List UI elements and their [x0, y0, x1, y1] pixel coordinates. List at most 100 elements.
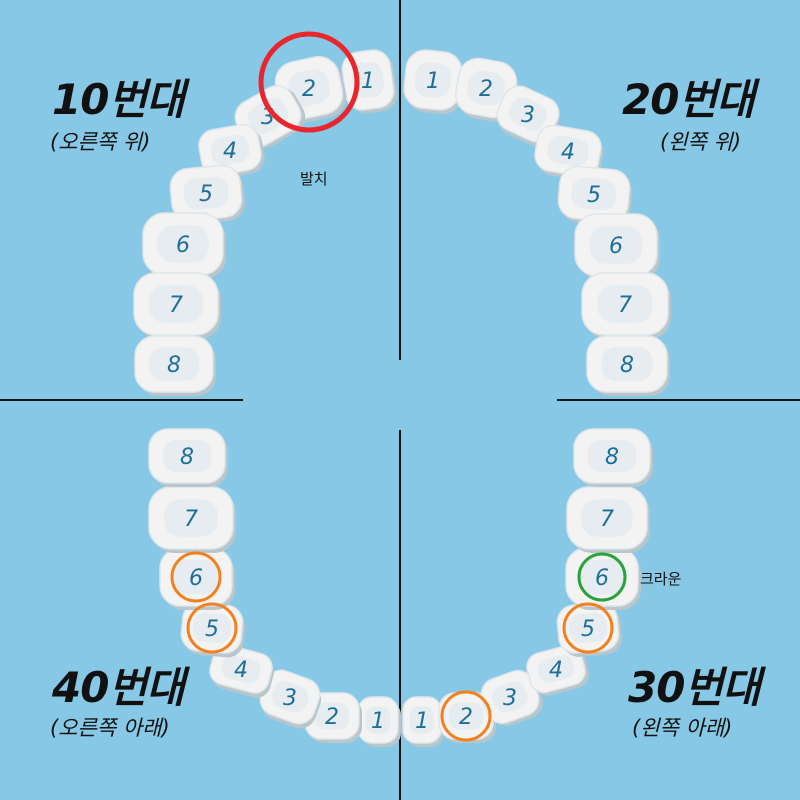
tooth-occlusal-surface: [509, 97, 547, 131]
tooth-number: 4: [234, 658, 248, 683]
treatment-marker-46: [170, 551, 222, 603]
tooth-number: 2: [459, 705, 473, 730]
tooth-occlusal-surface: [597, 285, 653, 323]
tooth-number: 6: [176, 233, 190, 258]
treatment-marker-32: [440, 690, 492, 742]
tooth-occlusal-surface: [587, 439, 637, 473]
tooth-occlusal-surface: [288, 69, 330, 107]
tooth-occlusal-surface: [547, 135, 589, 167]
quadrant-30-subtitle: (왼쪽 아래): [632, 716, 733, 740]
tooth-occlusal-surface: [467, 70, 505, 106]
quadrant-20-subtitle: (왼쪽 위): [660, 130, 742, 154]
quadrant-30-title: 30번대: [628, 663, 761, 712]
tooth-occlusal-surface: [351, 62, 385, 98]
tooth-occlusal-surface: [164, 499, 218, 537]
tooth-number: 6: [609, 234, 623, 259]
tooth-occlusal-surface: [157, 225, 209, 263]
quadrant-40-title: 40번대: [52, 663, 185, 712]
tooth-number: 1: [361, 69, 375, 94]
tooth-number: 3: [283, 686, 297, 711]
tooth-28: 8: [586, 335, 670, 396]
tooth-26: 6: [574, 213, 660, 280]
tooth-number: 3: [503, 686, 517, 711]
tooth-occlusal-surface: [172, 559, 220, 595]
tooth-43: 3: [259, 669, 322, 729]
tooth-47: 7: [148, 486, 236, 553]
extraction-marker-12: [258, 31, 360, 133]
tooth-occlusal-surface: [537, 655, 575, 683]
tooth-25: 5: [557, 165, 633, 226]
tooth-number: 6: [595, 566, 609, 591]
tooth-41: 1: [357, 696, 401, 747]
tooth-occlusal-surface: [568, 612, 608, 644]
treatment-marker-35: [562, 602, 614, 654]
tooth-occlusal-surface: [414, 62, 452, 98]
tooth-occlusal-surface: [149, 347, 199, 381]
tooth-17: 7: [133, 272, 221, 339]
tooth-number: 3: [521, 103, 535, 128]
extraction-label: 발치: [300, 170, 328, 188]
tooth-38: 8: [573, 428, 653, 487]
tooth-number: 6: [189, 566, 203, 591]
tooth-number: 4: [549, 658, 563, 683]
tooth-occlusal-surface: [183, 176, 229, 210]
tooth-number: 1: [415, 709, 429, 734]
tooth-number: 8: [620, 353, 634, 378]
tooth-number: 7: [618, 293, 632, 318]
tooth-occlusal-surface: [314, 702, 350, 730]
tooth-number: 1: [371, 709, 385, 734]
crown-label: 크라운: [640, 570, 682, 588]
tooth-occlusal-surface: [210, 134, 250, 166]
tooth-occlusal-surface: [409, 706, 435, 734]
tooth-number: 8: [180, 445, 194, 470]
quadrant-10-title: 10번대: [52, 75, 185, 124]
tooth-31: 1: [402, 696, 444, 747]
tooth-occlusal-surface: [221, 654, 261, 684]
tooth-occlusal-surface: [571, 177, 617, 211]
tooth-number: 8: [167, 353, 181, 378]
tooth-number: 1: [426, 69, 440, 94]
tooth-occlusal-surface: [448, 702, 484, 730]
tooth-23: 3: [496, 85, 560, 147]
tooth-32: 2: [438, 692, 496, 743]
tooth-number: 2: [479, 77, 493, 102]
tooth-18: 8: [134, 335, 216, 396]
tooth-33: 3: [480, 669, 543, 727]
tooth-occlusal-surface: [192, 612, 232, 644]
markers-layer: [170, 31, 627, 742]
crown-marker-36: [577, 552, 627, 602]
tooth-number: 2: [302, 77, 316, 102]
tooth-16: 6: [142, 212, 226, 279]
quadrant-10-subtitle: (오른쪽 위): [50, 130, 151, 154]
tooth-number: 4: [223, 139, 237, 164]
tooth-occlusal-surface: [149, 285, 203, 323]
tooth-occlusal-surface: [581, 499, 633, 537]
tooth-37: 7: [566, 486, 650, 553]
tooth-occlusal-surface: [162, 439, 212, 473]
tooth-occlusal-surface: [365, 706, 391, 734]
tooth-occlusal-surface: [271, 681, 309, 713]
tooth-occlusal-surface: [601, 347, 653, 381]
tooth-21: 1: [403, 49, 465, 115]
tooth-number: 8: [605, 445, 619, 470]
treatment-marker-45: [186, 602, 238, 654]
tooth-occlusal-surface: [248, 98, 288, 134]
tooth-occlusal-surface: [578, 559, 626, 595]
tooth-15: 5: [169, 164, 245, 225]
tooth-34: 4: [526, 644, 590, 696]
tooth-number: 5: [205, 617, 219, 642]
tooth-number: 7: [169, 293, 183, 318]
tooth-number: 5: [199, 182, 213, 207]
tooth-occlusal-surface: [492, 681, 528, 713]
quadrant-20-title: 20번대: [622, 75, 755, 124]
tooth-number: 2: [325, 705, 339, 730]
tooth-48: 8: [148, 428, 228, 487]
tooth-14: 4: [198, 123, 265, 179]
tooth-27: 7: [581, 272, 671, 339]
tooth-number: 5: [587, 183, 601, 208]
quadrant-40-subtitle: (오른쪽 아래): [50, 716, 170, 740]
tooth-number: 5: [581, 617, 595, 642]
